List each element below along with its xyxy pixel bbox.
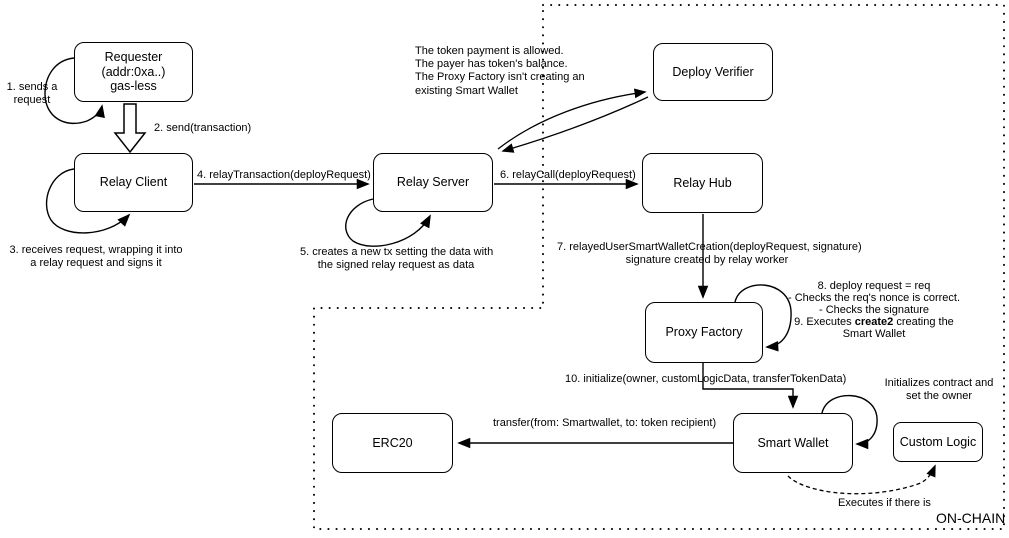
send-transaction-block-arrow [113,103,147,154]
node-label: (addr:0xa..) [101,64,166,79]
node-proxy-factory: Proxy Factory [645,302,763,363]
node-label: ERC20 [372,435,413,450]
note-line: The payer has token's balance. [415,58,568,71]
note-step7: 7. relayedUserSmartWalletCreation(deploy… [557,241,862,267]
note-line: transfer(from: Smartwallet, to: token re… [493,417,717,429]
executes-dashed-arrow [787,464,936,495]
note-line: 4. relayTransaction(deployRequest) [197,169,371,181]
note-line: Executes if there is [838,497,931,509]
note-step8-9: 8. deploy request = req - Checks the req… [779,280,969,341]
note-line: 1. sends a [6,81,58,93]
note-line: signature created by relay worker [625,254,789,267]
note-line: the signed relay request as data [317,259,475,272]
relay-client-self-loop-arrow [46,168,131,234]
onchain-region-label: ON-CHAIN [936,510,1005,526]
note-step5: 5. creates a new tx setting the data wit… [300,246,494,272]
node-relay-server: Relay Server [373,153,493,212]
note-line: 3. receives request, wrapping it into [9,244,183,256]
node-requester: Requester (addr:0xa..) gas-less [74,42,193,102]
note-line: Smart Wallet [842,327,906,340]
node-relay-hub: Relay Hub [642,153,763,213]
note-transfer: transfer(from: Smartwallet, to: token re… [493,417,716,430]
verifier-response-curve-arrow [501,96,649,153]
relay-server-self-loop-arrow [345,198,431,247]
node-custom-logic: Custom Logic [893,422,983,462]
node-smart-wallet: Smart Wallet [733,413,853,473]
verifier-request-curve-arrow [497,88,647,150]
note-line: - Checks the req's nonce is correct. [787,291,961,304]
note-line: ON-CHAIN [936,510,1006,526]
note-line: - Checks the signature [818,303,930,316]
proxy-factory-self-loop-arrow [734,284,792,352]
note-line: 5. creates a new tx setting the data wit… [300,246,494,258]
note-line: 7. relayedUserSmartWalletCreation(deploy… [557,241,862,253]
node-label: Deploy Verifier [672,64,754,79]
note-line: 8. deploy request = req [817,280,931,292]
note-line: request [13,94,51,107]
node-label: Relay Client [99,175,168,190]
note-line: existing Smart Wallet [415,84,518,97]
initialize-arrow [702,363,799,409]
note-step3: 3. receives request, wrapping it into a … [4,244,188,270]
note-init-contract: Initializes contract and set the owner [883,377,995,403]
node-label: Relay Hub [673,175,732,190]
note-line: Initializes contract and [884,377,994,389]
node-label: Requester [104,50,163,65]
node-label: Relay Server [396,175,470,190]
node-label: Proxy Factory [665,325,743,340]
node-label: Smart Wallet [757,435,829,450]
note-step10: 10. initialize(owner, customLogicData, t… [565,373,846,386]
node-erc20: ERC20 [332,413,453,473]
node-label: Custom Logic [899,434,977,449]
smart-wallet-self-loop-arrow [821,394,878,450]
note-executes-if: Executes if there is [838,497,931,510]
note-line: The token payment is allowed. [415,45,564,57]
note-step1: 1. sends a request [0,81,64,107]
onchain-boundary [313,4,1005,530]
note-step4: 4. relayTransaction(deployRequest) [197,169,371,182]
note-verifier-checks: The token payment is allowed. The payer … [415,45,585,98]
note-line: The Proxy Factory isn't creating an [415,71,585,84]
node-deploy-verifier: Deploy Verifier [653,43,773,101]
note-step2: 2. send(transaction) [154,122,251,135]
note-step6: 6. relayCall(deployRequest) [500,169,636,182]
note-line: a relay request and signs it [30,257,162,270]
node-relay-client: Relay Client [74,153,193,212]
node-label: gas-less [110,79,157,94]
note-line: 6. relayCall(deployRequest) [500,169,636,181]
note-line: set the owner [905,390,973,403]
note-line: 9. Executes create2 creating the [794,315,954,328]
note-line: 2. send(transaction) [154,122,252,134]
note-line: 10. initialize(owner, customLogicData, t… [565,373,847,385]
requester-self-loop-arrow [44,57,105,125]
